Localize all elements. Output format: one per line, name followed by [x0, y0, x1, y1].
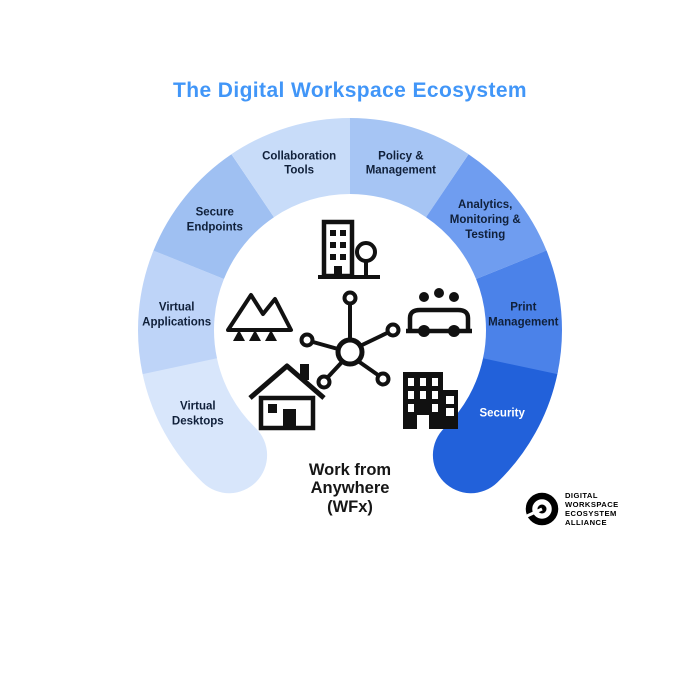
ring-segment-analytics-monitoring-testing	[425, 154, 547, 280]
mountains-trees-icon	[226, 293, 293, 341]
ring-segment-virtual-applications	[138, 250, 225, 375]
page-title: The Digital Workspace Ecosystem	[173, 79, 527, 102]
network-hub-icon	[299, 290, 401, 390]
work-from-anywhere-caption: Work from Anywhere (WFx)	[308, 461, 392, 516]
carpool-icon	[406, 288, 472, 337]
house-icon	[248, 363, 326, 431]
office-building-icon	[403, 372, 458, 429]
ring-segment-security	[432, 328, 559, 494]
ring-segment-virtual-desktops	[141, 328, 268, 494]
dwea-logo-icon	[525, 492, 559, 526]
dwea-logo: DIGITAL WORKSPACE ECOSYSTEM ALLIANCE	[522, 489, 619, 529]
dwea-logo-text: DIGITAL WORKSPACE ECOSYSTEM ALLIANCE	[565, 490, 619, 528]
ring-segment-print-management	[475, 250, 562, 375]
ring-segment-collaboration-tools	[231, 117, 352, 218]
office-buildings-icon	[318, 219, 380, 279]
ring-segment-policy-management	[348, 117, 469, 218]
ring-segment-secure-endpoints	[153, 154, 275, 280]
